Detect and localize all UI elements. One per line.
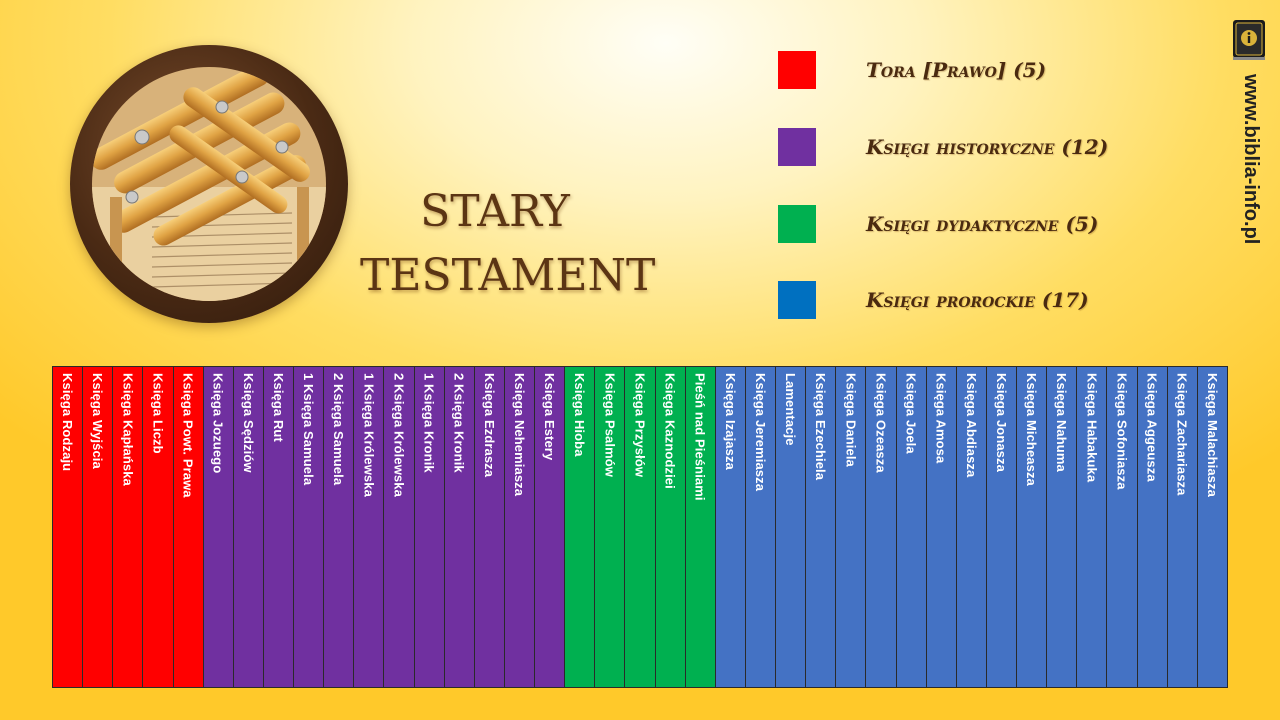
book-name: 2 Księga Kronik <box>451 373 467 473</box>
book-column: Księga Aggeusza <box>1137 367 1168 687</box>
book-info-icon <box>1233 20 1265 60</box>
book-name: Księga Liczb <box>150 373 166 454</box>
book-column: Księga Nahuma <box>1047 367 1078 687</box>
book-column: 1 Księga Kronik <box>414 367 445 687</box>
book-column: Księga Sofoniasza <box>1107 367 1138 687</box>
book-column: Księga Zachariasza <box>1167 367 1198 687</box>
book-name: 1 Księga Kronik <box>421 373 437 473</box>
book-name: Lamentacje <box>783 373 799 446</box>
book-name: Księga Ezechiela <box>813 373 829 481</box>
book-name: Księga Wyjścia <box>90 373 106 469</box>
book-column: 1 Księga Samuela <box>294 367 325 687</box>
book-column: Księga Kaznodziei <box>655 367 686 687</box>
books-table: Księga Rodzaju Księga Wyjścia Księga Kapła… <box>52 366 1228 688</box>
scrolls-medallion <box>70 45 348 323</box>
book-name: Księga Przysłów <box>632 373 648 478</box>
book-column: Księga Ezdrasza <box>474 367 505 687</box>
book-name: Księga Habakuka <box>1084 373 1100 483</box>
book-name: 2 Księga Królewska <box>391 373 407 497</box>
book-column: Księga Jeremiasza <box>745 367 776 687</box>
book-name: 1 Księga Królewska <box>361 373 377 497</box>
book-column: Księga Jozuego <box>203 367 234 687</box>
book-name: Księga Micheasza <box>1024 373 1040 486</box>
book-column: Księga Malachiasza <box>1197 367 1227 687</box>
book-column: Księga Joela <box>896 367 927 687</box>
book-name: Księga Estery <box>542 373 558 461</box>
book-column: Księga Psalmów <box>595 367 626 687</box>
book-name: Księga Sofoniasza <box>1114 373 1130 490</box>
book-name: Księga Rut <box>270 373 286 442</box>
book-column: 2 Księga Samuela <box>324 367 355 687</box>
book-column: Księga Hioba <box>565 367 596 687</box>
book-column: Księga Izajasza <box>715 367 746 687</box>
book-column: Księga Wyjścia <box>83 367 114 687</box>
book-name: Księga Nehemiasza <box>511 373 527 497</box>
book-column: Księga Estery <box>535 367 566 687</box>
book-name: Księga Hioba <box>572 373 588 457</box>
book-column: Księga Rodzaju <box>53 367 84 687</box>
legend-swatch <box>778 51 816 89</box>
book-name: Księga Kaznodziei <box>662 373 678 489</box>
book-name: 2 Księga Samuela <box>331 373 347 486</box>
book-column: Księga Micheasza <box>1017 367 1048 687</box>
book-column: Księga Jonasza <box>986 367 1017 687</box>
book-column: 2 Księga Królewska <box>384 367 415 687</box>
book-name: Księga Jonasza <box>993 373 1009 472</box>
book-column: Księga Liczb <box>143 367 174 687</box>
book-column: Księga Amosa <box>926 367 957 687</box>
legend-swatch <box>778 281 816 319</box>
book-name: Księga Jozuego <box>210 373 226 474</box>
book-name: Pieśń nad Pieśniami <box>692 373 708 501</box>
legend-swatch <box>778 128 816 166</box>
book-name: Księga Amosa <box>933 373 949 464</box>
book-column: Księga Rut <box>263 367 294 687</box>
book-name: Księga Nahuma <box>1054 373 1070 472</box>
book-column: Księga Habakuka <box>1077 367 1108 687</box>
legend-swatch <box>778 205 816 243</box>
book-name: Księga Abdiasza <box>963 373 979 478</box>
book-column: Księga Ozeasza <box>866 367 897 687</box>
legend-label: Księgi dydaktyczne (5) <box>866 212 1099 236</box>
book-name: Księga Psalmów <box>602 373 618 477</box>
legend-label: Księgi prorockie (17) <box>866 288 1089 312</box>
book-name: Księga Kapłańska <box>120 373 136 486</box>
book-column: Księga Kapłańska <box>113 367 144 687</box>
book-column: Księga Przysłów <box>625 367 656 687</box>
book-name: Księga Ezdrasza <box>481 373 497 478</box>
legend-label: Księgi historyczne (12) <box>866 135 1109 159</box>
page-title: STARY TESTAMENT <box>360 180 656 308</box>
book-column: Lamentacje <box>776 367 807 687</box>
book-column: Księga Powt. Prawa <box>173 367 204 687</box>
book-column: Księga Ezechiela <box>806 367 837 687</box>
book-name: Księga Sędziów <box>240 373 256 473</box>
book-column: Pieśń nad Pieśniami <box>685 367 716 687</box>
book-name: Księga Rodzaju <box>60 373 76 472</box>
site-url[interactable]: www.biblia-info.pl <box>1240 74 1262 245</box>
book-name: 1 Księga Samuela <box>301 373 317 486</box>
book-column: Księga Abdiasza <box>956 367 987 687</box>
book-name: Księga Ozeasza <box>873 373 889 473</box>
book-column: Księga Daniela <box>836 367 867 687</box>
book-name: Księga Daniela <box>843 373 859 467</box>
book-name: Księga Izajasza <box>722 373 738 470</box>
title-line-1: STARY <box>420 186 570 237</box>
book-column: 2 Księga Kronik <box>444 367 475 687</box>
scrolls-image-icon <box>92 67 326 301</box>
book-name: Księga Joela <box>903 373 919 454</box>
book-name: Księga Zachariasza <box>1174 373 1190 496</box>
title-line-2: TESTAMENT <box>360 250 656 301</box>
book-name: Księga Aggeusza <box>1144 373 1160 482</box>
book-name: Księga Jeremiasza <box>752 373 768 492</box>
book-column: Księga Nehemiasza <box>504 367 535 687</box>
book-name: Księga Malachiasza <box>1204 373 1220 497</box>
book-column: 1 Księga Królewska <box>354 367 385 687</box>
book-column: Księga Sędziów <box>233 367 264 687</box>
legend-label: Tora [Prawo] (5) <box>866 58 1047 82</box>
book-name: Księga Powt. Prawa <box>180 373 196 498</box>
